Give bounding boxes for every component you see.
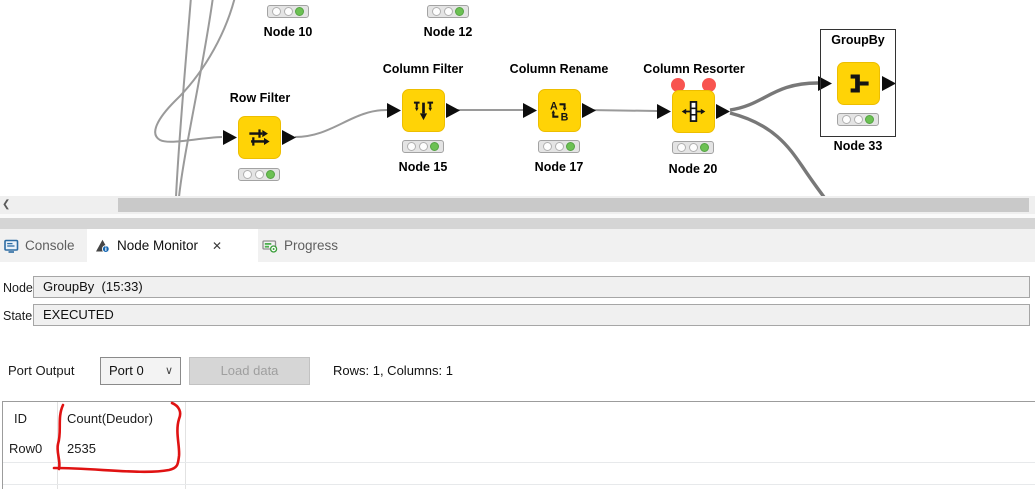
tab-console[interactable]: Console xyxy=(4,229,84,262)
tab-label: Progress xyxy=(284,238,339,253)
port-output-label: Port Output xyxy=(8,363,75,378)
node-label: Node 20 xyxy=(668,162,718,176)
node-row-filter[interactable] xyxy=(238,116,281,159)
traffic-light xyxy=(267,5,309,18)
port-arrows xyxy=(223,76,896,145)
traffic-light xyxy=(402,140,444,153)
svg-text:B: B xyxy=(561,112,569,124)
node-title: GroupBy xyxy=(831,33,885,47)
table-row-id[interactable]: Row0 xyxy=(9,441,43,456)
column-filter-icon xyxy=(413,101,434,121)
column-divider xyxy=(185,402,186,489)
horizontal-scrollbar[interactable]: ❮ xyxy=(0,196,1035,214)
tab-node-monitor[interactable]: Node Monitor ✕ xyxy=(87,229,258,262)
scroll-left-icon[interactable]: ❮ xyxy=(2,199,11,210)
workflow-canvas[interactable]: Node 10 Node 12 Row Filter Column Filter xyxy=(0,0,1035,196)
node-column-filter[interactable] xyxy=(402,89,445,132)
node-label: Node 10 xyxy=(263,25,313,39)
node-label: Node 17 xyxy=(534,160,584,174)
load-data-button[interactable]: Load data xyxy=(189,357,310,385)
state-field[interactable]: EXECUTED xyxy=(33,304,1030,326)
row-filter-icon xyxy=(249,129,270,146)
close-icon[interactable]: ✕ xyxy=(212,238,223,253)
node-monitor-panel: Node: GroupBy (15:33) State: EXECUTED Po… xyxy=(0,262,1035,489)
column-rename-icon: A B xyxy=(550,100,569,124)
connection-wires xyxy=(154,0,896,196)
traffic-light xyxy=(672,141,714,154)
column-header-count[interactable]: Count(Deudor) xyxy=(67,411,153,426)
node-column-resorter[interactable] xyxy=(672,90,715,133)
node-title: Row Filter xyxy=(229,91,291,105)
chevron-down-icon: ∨ xyxy=(164,365,173,377)
column-resorter-icon xyxy=(681,101,706,122)
warning-dot xyxy=(671,78,685,92)
rows-columns-summary: Rows: 1, Columns: 1 xyxy=(333,363,453,378)
row-divider xyxy=(3,462,1035,463)
panel-sash[interactable] xyxy=(0,214,1035,229)
traffic-light xyxy=(538,140,580,153)
row-divider xyxy=(3,484,1035,485)
traffic-light xyxy=(427,5,469,18)
node-monitor-icon xyxy=(95,239,111,253)
scrollbar-thumb[interactable] xyxy=(118,198,1029,212)
node-label: Node 12 xyxy=(423,25,473,39)
groupby-icon xyxy=(850,74,869,93)
output-table: ID Count(Deudor) Row0 2535 xyxy=(2,401,1035,489)
column-divider xyxy=(57,402,58,489)
column-header-id[interactable]: ID xyxy=(14,411,27,426)
svg-text:A: A xyxy=(550,100,558,112)
tab-progress[interactable]: Progress xyxy=(262,229,357,262)
traffic-light xyxy=(837,113,879,126)
traffic-light xyxy=(238,168,280,181)
tab-label: Node Monitor xyxy=(117,238,199,253)
selection-rectangle xyxy=(820,29,896,137)
node-field-label: Node: xyxy=(3,281,37,295)
state-field-label: State: xyxy=(3,309,36,323)
node-label: Node 15 xyxy=(398,160,448,174)
node-title: Column Filter xyxy=(382,62,464,76)
node-label: Node 33 xyxy=(833,139,883,153)
warning-dot xyxy=(702,78,716,92)
node-groupby[interactable] xyxy=(837,62,880,105)
console-icon xyxy=(4,239,19,253)
sash-band xyxy=(0,218,1035,229)
table-cell-count[interactable]: 2535 xyxy=(67,441,96,456)
node-column-rename[interactable]: A B xyxy=(538,89,581,132)
node-title: Column Rename xyxy=(509,62,609,76)
progress-icon xyxy=(262,239,278,253)
port-select[interactable]: Port 0 ∨ xyxy=(100,357,181,385)
node-title: Column Resorter xyxy=(643,62,745,76)
node-field[interactable]: GroupBy (15:33) xyxy=(33,276,1030,298)
port-select-value: Port 0 xyxy=(109,363,144,378)
bottom-tab-bar: Console Node Monitor ✕ xyxy=(0,229,1035,262)
tab-label: Console xyxy=(25,238,75,253)
